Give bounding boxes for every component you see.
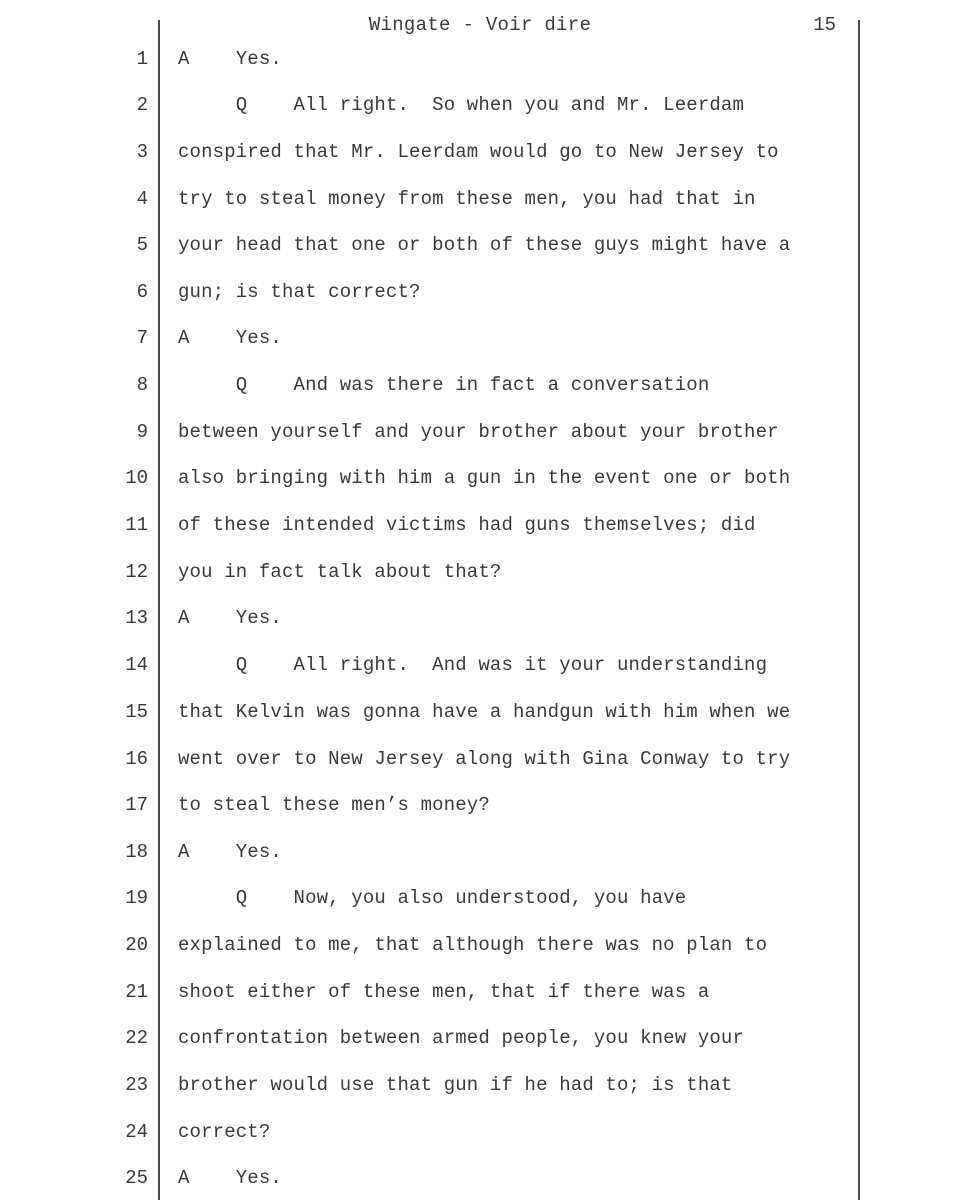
page-number: 15 xyxy=(813,14,836,36)
line-text: confrontation between armed people, you … xyxy=(178,1027,745,1049)
line-text: brother would use that gun if he had to;… xyxy=(178,1074,733,1096)
line-number: 22 xyxy=(125,1027,148,1049)
transcript-line: 12 you in fact talk about that? xyxy=(0,557,960,587)
line-number: 7 xyxy=(136,327,148,349)
transcript-line: 1 A Yes. xyxy=(0,44,960,74)
transcript-line: 20 explained to me, that although there w… xyxy=(0,930,960,960)
transcript-line: 21 shoot either of these men, that if the… xyxy=(0,977,960,1007)
line-number: 17 xyxy=(125,794,148,816)
line-text: A Yes. xyxy=(178,607,282,629)
line-text: Q All right. And was it your understandi… xyxy=(178,654,768,676)
transcript-line: 4 try to steal money from these men, you … xyxy=(0,184,960,214)
transcript-line: 25 A Yes. xyxy=(0,1163,960,1193)
line-number: 25 xyxy=(125,1167,148,1189)
transcript-line: 13 A Yes. xyxy=(0,603,960,633)
line-number: 9 xyxy=(136,421,148,443)
transcript-line: 19 Q Now, you also understood, you have xyxy=(0,883,960,913)
line-text: between yourself and your brother about … xyxy=(178,421,779,443)
line-number: 6 xyxy=(136,281,148,303)
transcript-line: 11 of these intended victims had guns the… xyxy=(0,510,960,540)
line-text: try to steal money from these men, you h… xyxy=(178,188,756,210)
page-header-title: Wingate - Voir dire xyxy=(368,14,592,36)
line-number: 8 xyxy=(136,374,148,396)
transcript-line: 10 also bringing with him a gun in the ev… xyxy=(0,463,960,493)
line-text: A Yes. xyxy=(178,327,282,349)
line-number: 3 xyxy=(136,141,148,163)
line-text: correct? xyxy=(178,1121,271,1143)
line-text: A Yes. xyxy=(178,841,282,863)
transcript-line: 22 confrontation between armed people, yo… xyxy=(0,1023,960,1053)
transcript-line: 3 conspired that Mr. Leerdam would go to … xyxy=(0,137,960,167)
transcript-line: 6 gun; is that correct? xyxy=(0,277,960,307)
line-text: Q Now, you also understood, you have xyxy=(178,887,687,909)
line-number: 18 xyxy=(125,841,148,863)
line-number: 16 xyxy=(125,748,148,770)
line-number: 21 xyxy=(125,981,148,1003)
line-text: you in fact talk about that? xyxy=(178,561,502,583)
transcript-line: 8 Q And was there in fact a conversation xyxy=(0,370,960,400)
transcript-line: 16 went over to New Jersey along with Gin… xyxy=(0,744,960,774)
line-number: 20 xyxy=(125,934,148,956)
line-text: also bringing with him a gun in the even… xyxy=(178,467,791,489)
transcript-line: 23 brother would use that gun if he had t… xyxy=(0,1070,960,1100)
line-number: 1 xyxy=(136,48,148,70)
line-text: Q All right. So when you and Mr. Leerdam xyxy=(178,94,745,116)
transcript-line: 17 to steal these men’s money? xyxy=(0,790,960,820)
line-number: 12 xyxy=(125,561,148,583)
line-number: 10 xyxy=(125,467,148,489)
line-number: 2 xyxy=(136,94,148,116)
transcript-line: 15 that Kelvin was gonna have a handgun w… xyxy=(0,697,960,727)
line-number: 5 xyxy=(136,234,148,256)
line-number: 23 xyxy=(125,1074,148,1096)
line-text: to steal these men’s money? xyxy=(178,794,490,816)
transcript-line: 7 A Yes. xyxy=(0,323,960,353)
line-text: went over to New Jersey along with Gina … xyxy=(178,748,791,770)
transcript-line: 9 between yourself and your brother about… xyxy=(0,417,960,447)
line-number: 24 xyxy=(125,1121,148,1143)
right-margin-rule xyxy=(858,20,860,1200)
transcript-line: 14 Q All right. And was it your understa… xyxy=(0,650,960,680)
line-number: 19 xyxy=(125,887,148,909)
line-number: 14 xyxy=(125,654,148,676)
line-text: gun; is that correct? xyxy=(178,281,421,303)
transcript-line: 2 Q All right. So when you and Mr. Leerd… xyxy=(0,90,960,120)
line-text: Q And was there in fact a conversation xyxy=(178,374,710,396)
line-text: your head that one or both of these guys… xyxy=(178,234,791,256)
line-number: 4 xyxy=(136,188,148,210)
left-margin-rule xyxy=(158,20,160,1200)
line-text: of these intended victims had guns thems… xyxy=(178,514,756,536)
line-number: 15 xyxy=(125,701,148,723)
line-text: A Yes. xyxy=(178,48,282,70)
line-text: conspired that Mr. Leerdam would go to N… xyxy=(178,141,779,163)
line-text: A Yes. xyxy=(178,1167,282,1189)
transcript-line: 18 A Yes. xyxy=(0,837,960,867)
transcript-line: 5 your head that one or both of these guy… xyxy=(0,230,960,260)
transcript-line: 24 correct? xyxy=(0,1117,960,1147)
line-number: 13 xyxy=(125,607,148,629)
line-text: that Kelvin was gonna have a handgun wit… xyxy=(178,701,791,723)
line-number: 11 xyxy=(125,514,148,536)
line-text: shoot either of these men, that if there… xyxy=(178,981,710,1003)
line-text: explained to me, that although there was… xyxy=(178,934,768,956)
